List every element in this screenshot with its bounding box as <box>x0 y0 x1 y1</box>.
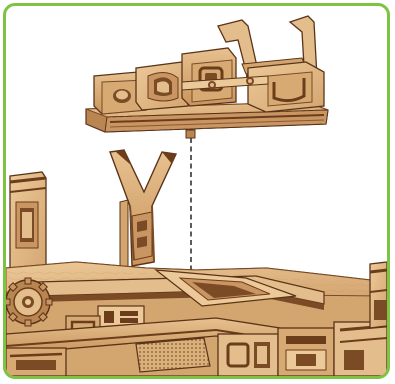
illustration-frame <box>3 3 390 379</box>
base-platform <box>6 262 387 376</box>
left-post <box>10 172 46 278</box>
gear-wheel <box>6 278 52 326</box>
top-wooden-assembly <box>86 16 328 138</box>
y-shaped-support-bracket <box>110 150 176 278</box>
right-block <box>370 262 387 328</box>
wooden-model-illustration <box>6 6 387 376</box>
